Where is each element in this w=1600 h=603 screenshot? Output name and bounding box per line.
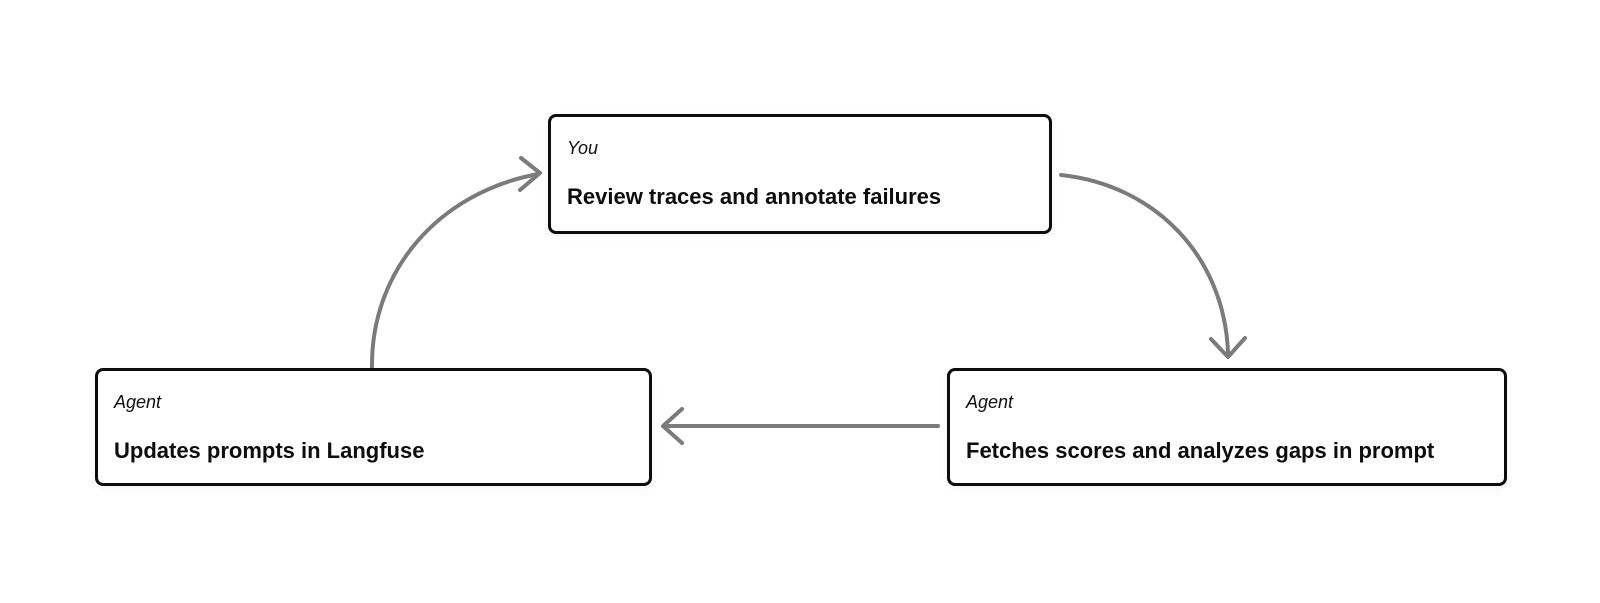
node-review-traces: You Review traces and annotate failures [548,114,1052,234]
node-role-label: Agent [966,392,1014,412]
arrowhead-left-icon [661,407,684,445]
arrow-updates-to-review [369,156,542,369]
node-title: Review traces and annotate failures [567,184,942,209]
node-role-label: You [567,138,599,158]
arrowhead-down-icon [1209,336,1247,359]
arrow-fetches-to-updates [661,407,940,445]
node-fetches-scores: Agent Fetches scores and analyzes gaps i… [947,368,1507,486]
node-title: Fetches scores and analyzes gaps in prom… [966,438,1435,463]
arrow-curve [369,172,540,369]
arrowhead-right-icon [518,156,542,192]
node-updates-prompts: Agent Updates prompts in Langfuse [95,368,652,486]
node-role-label: Agent [114,392,162,412]
node-title: Updates prompts in Langfuse [114,438,425,463]
arrow-review-to-fetches [1059,173,1247,359]
arrow-curve [1059,173,1230,354]
